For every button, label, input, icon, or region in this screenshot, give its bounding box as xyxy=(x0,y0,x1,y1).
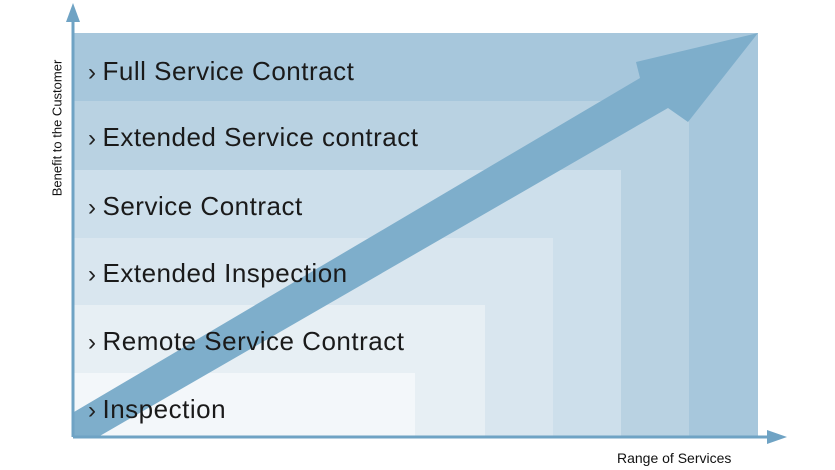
level-label-remote-service: ›Remote Service Contract xyxy=(88,326,405,356)
chevron-right-icon: › xyxy=(88,261,97,288)
x-axis-label: Range of Services xyxy=(617,450,732,466)
level-label-inspection: ›Inspection xyxy=(88,394,227,424)
level-label-service-contract: ›Service Contract xyxy=(88,191,303,221)
chevron-right-icon: › xyxy=(88,329,97,356)
level-label-extended-service: ›Extended Service contract xyxy=(88,122,419,152)
chevron-right-icon: › xyxy=(88,125,97,152)
y-axis-arrowhead-icon xyxy=(66,3,80,22)
y-axis-label: Benefit to the Customer xyxy=(49,59,65,197)
chevron-right-icon: › xyxy=(88,397,97,424)
x-axis-arrowhead-icon xyxy=(767,430,787,444)
level-label-full-service: ›Full Service Contract xyxy=(88,56,355,86)
chevron-right-icon: › xyxy=(88,194,97,221)
level-label-extended-inspection: ›Extended Inspection xyxy=(88,258,348,288)
chevron-right-icon: › xyxy=(88,59,97,86)
growth-arrow-icon xyxy=(74,33,758,437)
